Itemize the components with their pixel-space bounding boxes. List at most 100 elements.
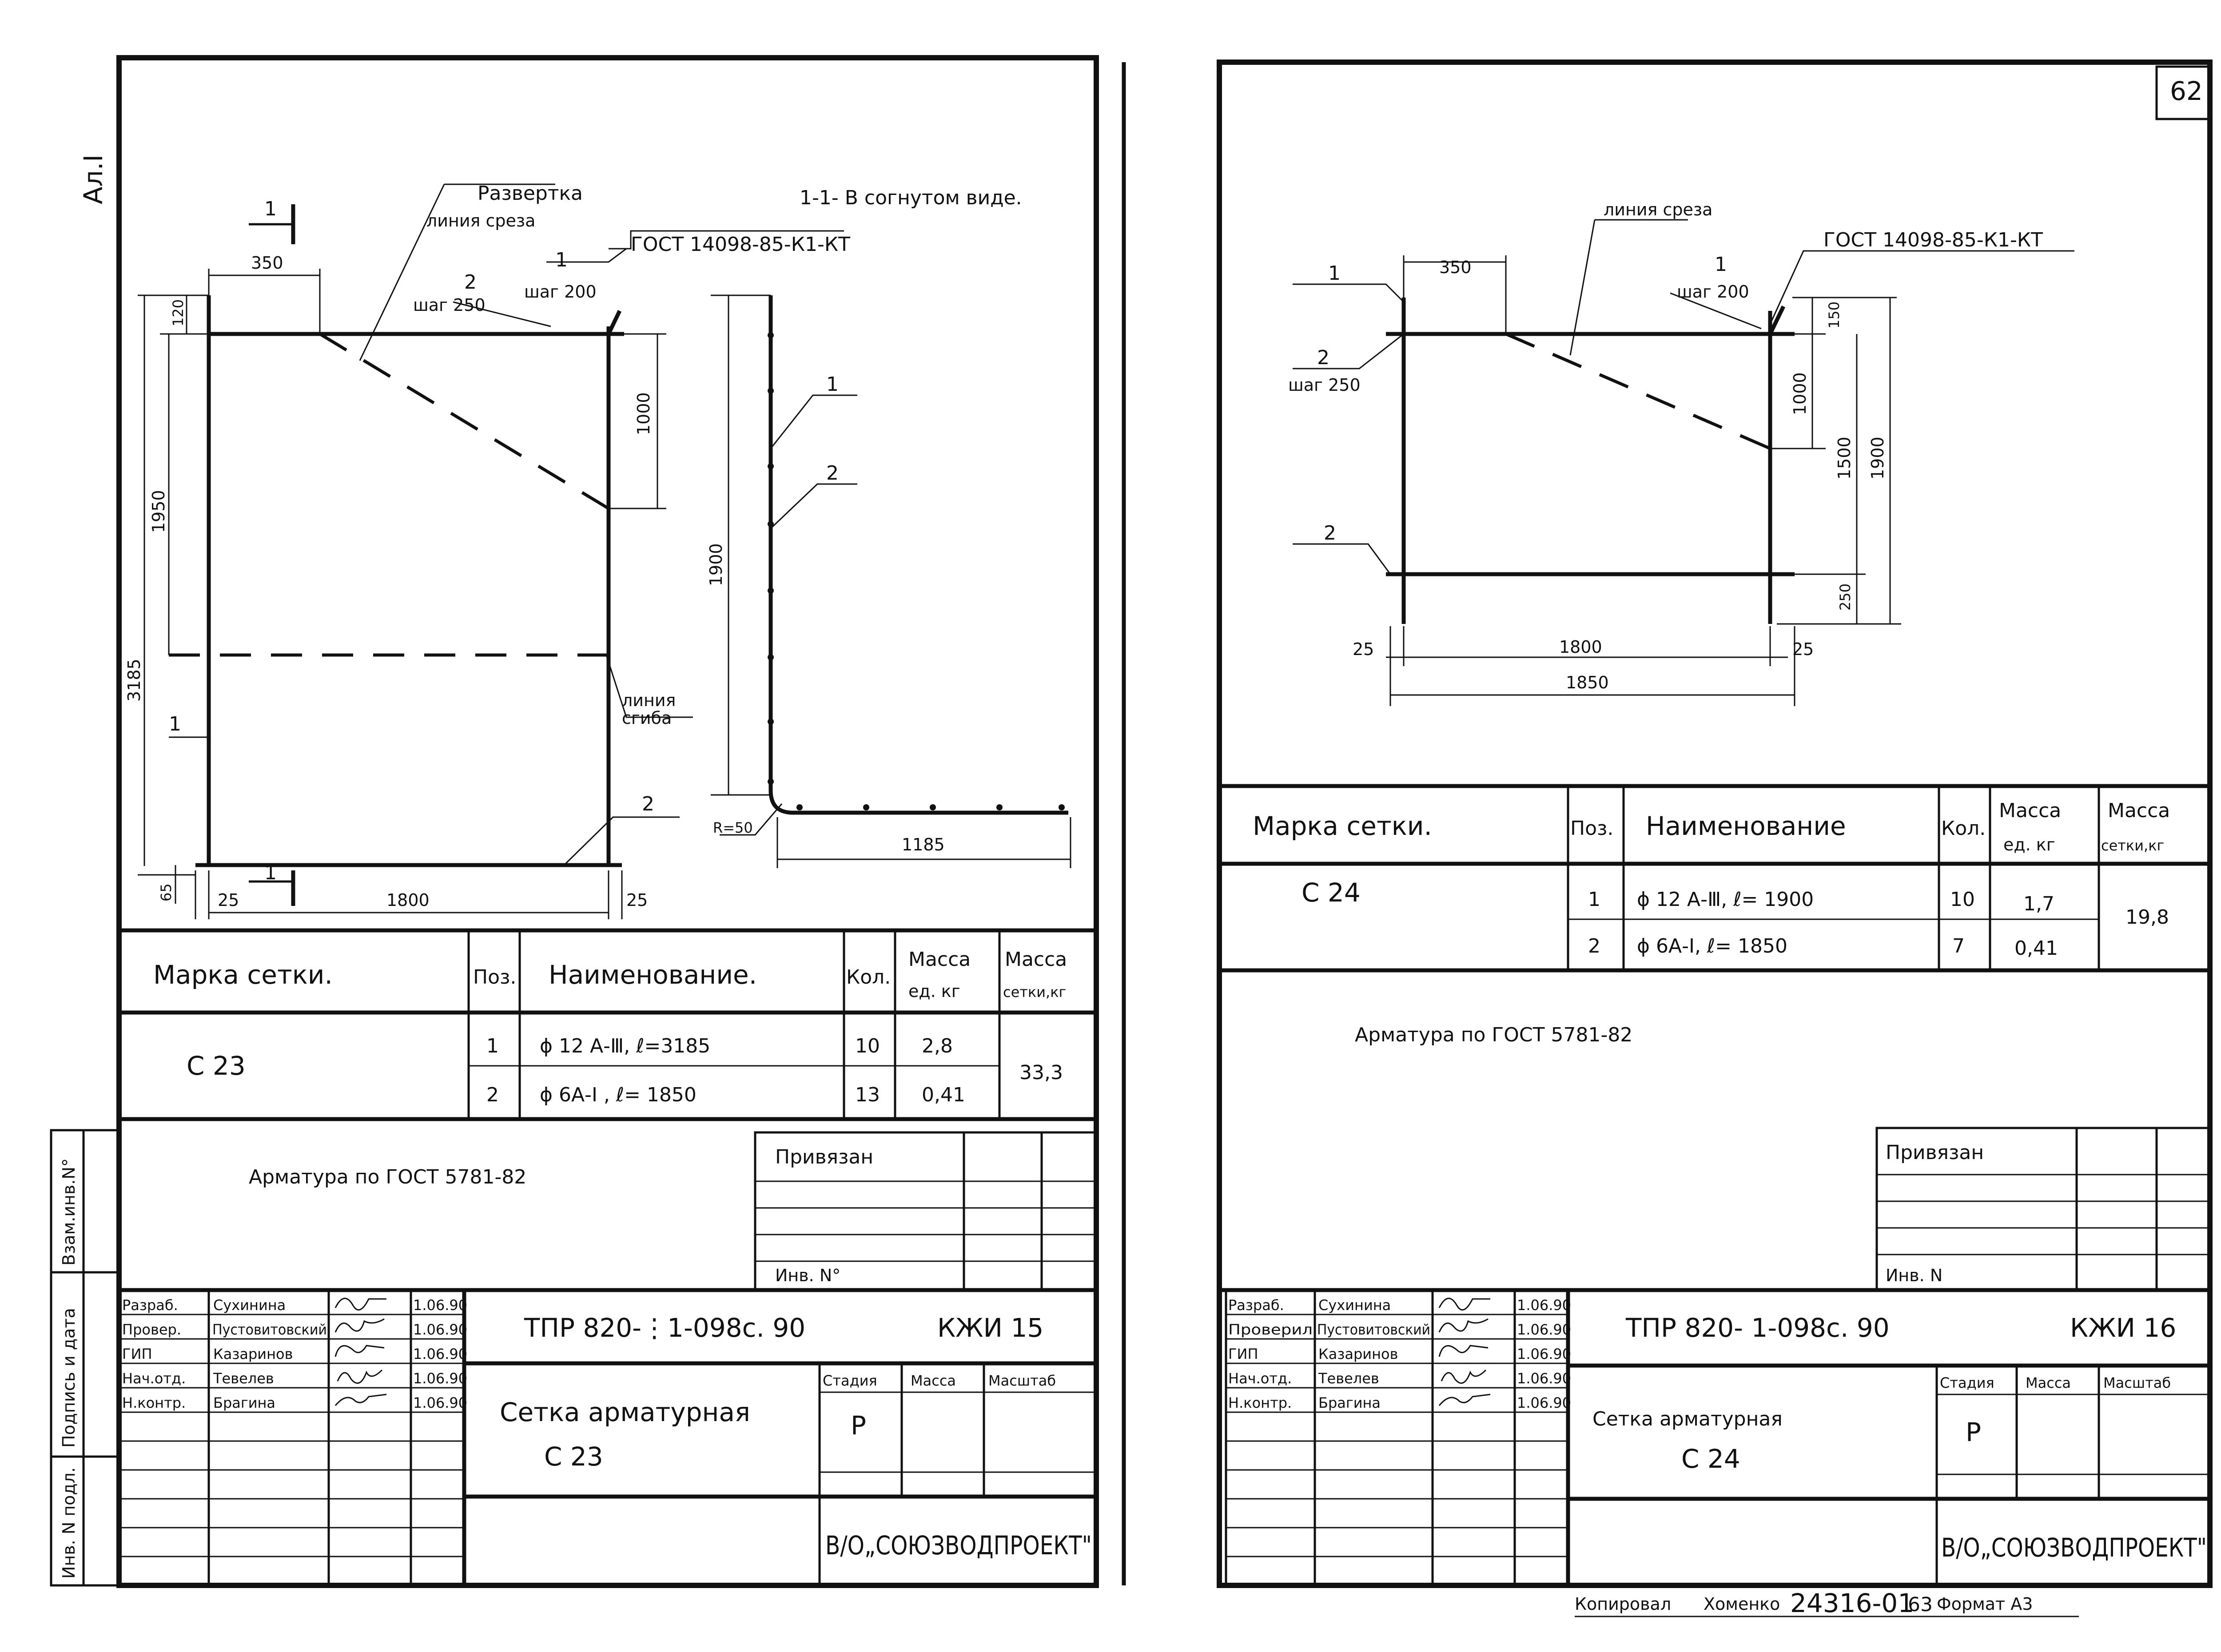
pos1-step: шаг 200 xyxy=(524,282,597,302)
pos2-step: шаг 250 xyxy=(413,295,486,315)
section-view-title: 1-1- В согнутом виде. xyxy=(800,187,1022,209)
table-header-qty: Кол. xyxy=(846,966,891,989)
tb-title-2: С 23 xyxy=(544,1442,603,1472)
row2-pos: 2 xyxy=(486,1084,499,1106)
r-dim-25-right: 25 xyxy=(1792,639,1814,659)
margin-podpis-data: Подпись и дата xyxy=(59,1308,79,1448)
reinforcement-note: Арматура по ГОСТ 5781-82 xyxy=(249,1166,526,1188)
dim-25-right: 25 xyxy=(626,890,648,910)
r-tb-signatures xyxy=(1438,1298,1491,1406)
table-header-mass-net-1: Масса xyxy=(1005,948,1067,971)
tb-stage: Р xyxy=(851,1410,866,1441)
r-row2-name: ϕ 6А-I, ℓ= 1850 xyxy=(1637,935,1787,957)
r-tb-name-3: Тевелев xyxy=(1318,1370,1379,1387)
section-bar-dots xyxy=(768,332,1065,810)
tb-doc-code: ТПР 820-⋮1-098с. 90 xyxy=(524,1313,805,1343)
r-dim-350: 350 xyxy=(1439,258,1472,277)
r-table-header-mass-unit-2: ед. кг xyxy=(2003,835,2055,854)
r-dim-1900: 1900 xyxy=(1868,437,1887,480)
r-cut-line-label: линия среза xyxy=(1604,200,1712,219)
r-row2-pos: 2 xyxy=(1588,935,1600,957)
r-tb-role-1: Проверил xyxy=(1228,1321,1313,1338)
side-note: Ал.I xyxy=(78,155,108,204)
privyazan-label: Привязан xyxy=(775,1146,873,1168)
row1-name: ϕ 12 А-Ⅲ, ℓ=3185 xyxy=(540,1035,710,1057)
table-header-mass-net-2: сетки,кг xyxy=(1003,984,1066,1001)
r-table-mark: С 24 xyxy=(1302,878,1361,908)
r-tb-name-0: Сухинина xyxy=(1318,1297,1391,1314)
dim-1000: 1000 xyxy=(634,392,653,435)
dim-1950: 1950 xyxy=(149,490,168,533)
total-mass: 33,3 xyxy=(1019,1061,1063,1084)
right-spec-table xyxy=(1219,784,2210,973)
cut-line-label: линия среза xyxy=(426,211,535,230)
row2-name: ϕ 6А-I , ℓ= 1850 xyxy=(540,1084,697,1106)
bend-line-label-2: сгиба xyxy=(622,708,672,728)
tb-date-1: 1.06.90 xyxy=(413,1321,467,1338)
table-header-mass-unit-2: ед. кг xyxy=(908,981,960,1001)
r-left-mark-2: 2 xyxy=(1317,346,1329,369)
right-drawing xyxy=(1293,219,2074,706)
tb-role-4: Н.контр. xyxy=(122,1394,186,1411)
tb-name-2: Казаринов xyxy=(213,1346,293,1362)
tb-date-4: 1.06.90 xyxy=(413,1394,467,1411)
r-tb-date-0: 1.06.90 xyxy=(1517,1297,1571,1314)
r-table-header-mass-net-2: сетки,кг xyxy=(2101,837,2164,854)
tb-scale-label: Масштаб xyxy=(988,1372,1056,1389)
r-gost-label: ГОСТ 14098-85-К1-КТ xyxy=(1823,229,2043,251)
left-drawing xyxy=(138,183,1071,919)
r-reinforcement-note: Арматура по ГОСТ 5781-82 xyxy=(1355,1024,1632,1046)
r-dim-150: 150 xyxy=(1826,302,1843,329)
r-dim-1500: 1500 xyxy=(1835,437,1854,480)
r-table-header-mark: Марка сетки. xyxy=(1253,811,1432,841)
left-privyazan-box xyxy=(754,1131,1098,1291)
dim-1800: 1800 xyxy=(386,890,430,910)
radius-label: R=50 xyxy=(713,819,753,836)
r-row1-qty: 10 xyxy=(1950,888,1975,911)
r-tb-date-2: 1.06.90 xyxy=(1517,1346,1571,1362)
copy-format: Формат А3 xyxy=(1937,1594,2033,1614)
r-privyazan-label: Привязан xyxy=(1886,1141,1984,1164)
section-mark-2: 2 xyxy=(826,462,839,484)
sheet-frames xyxy=(116,55,2213,1588)
r-tb-sheet-code: КЖИ 16 xyxy=(2070,1313,2176,1343)
dim-350: 350 xyxy=(251,253,283,273)
r-pos1-label: 1 xyxy=(1715,253,1727,276)
inv-no-label: Инв. N° xyxy=(775,1266,840,1285)
margin-inv-podl: Инв. N подл. xyxy=(59,1467,79,1579)
r-tb-date-4: 1.06.90 xyxy=(1517,1394,1571,1411)
r-dim-250: 250 xyxy=(1837,584,1854,611)
r-row1-mass: 1,7 xyxy=(2023,893,2054,915)
tb-title-1: Сетка арматурная xyxy=(500,1397,750,1427)
gost-label: ГОСТ 14098-85-К1-КТ xyxy=(631,233,850,256)
r-table-header-mass-net-1: Масса xyxy=(2108,799,2170,822)
tb-org: В/О„СОЮЗВОДПРОЕКТ" xyxy=(825,1530,1092,1561)
r-tb-scale-label: Масштаб xyxy=(2103,1374,2171,1391)
row1-pos: 1 xyxy=(486,1035,499,1057)
section-mark-bottom: 1 xyxy=(264,862,277,884)
r-tb-name-1: Пустовитовский xyxy=(1317,1321,1430,1338)
section-mark-1: 1 xyxy=(826,373,839,396)
tb-role-1: Провер. xyxy=(122,1321,181,1338)
tb-role-2: ГИП xyxy=(122,1346,152,1362)
tb-sheet-code: КЖИ 15 xyxy=(937,1313,1043,1343)
dim-1185: 1185 xyxy=(902,835,945,854)
r-total-mass: 19,8 xyxy=(2125,906,2169,929)
unfold-title: Развертка xyxy=(478,182,583,205)
r-tb-name-2: Казаринов xyxy=(1318,1346,1398,1362)
r-tb-role-3: Нач.отд. xyxy=(1228,1370,1292,1387)
left-spec-table xyxy=(119,928,1096,1121)
left-title-block xyxy=(118,1288,1096,1585)
r-tb-stage-label: Стадия xyxy=(1940,1374,1994,1391)
table-header-pos: Поз. xyxy=(473,966,516,989)
r-tb-org: В/О„СОЮЗВОДПРОЕКТ" xyxy=(1941,1533,2207,1563)
r-pos1-step: шаг 200 xyxy=(1677,282,1749,302)
dim-25-left: 25 xyxy=(218,890,239,910)
r-pos2-step: шаг 250 xyxy=(1288,375,1361,395)
margin-vzam-inv: Взам.инв.N° xyxy=(59,1158,79,1266)
tb-role-0: Разраб. xyxy=(122,1297,178,1314)
table-mark: С 23 xyxy=(187,1051,246,1081)
row2-qty: 13 xyxy=(855,1084,880,1106)
row1-mass: 2,8 xyxy=(922,1035,953,1057)
